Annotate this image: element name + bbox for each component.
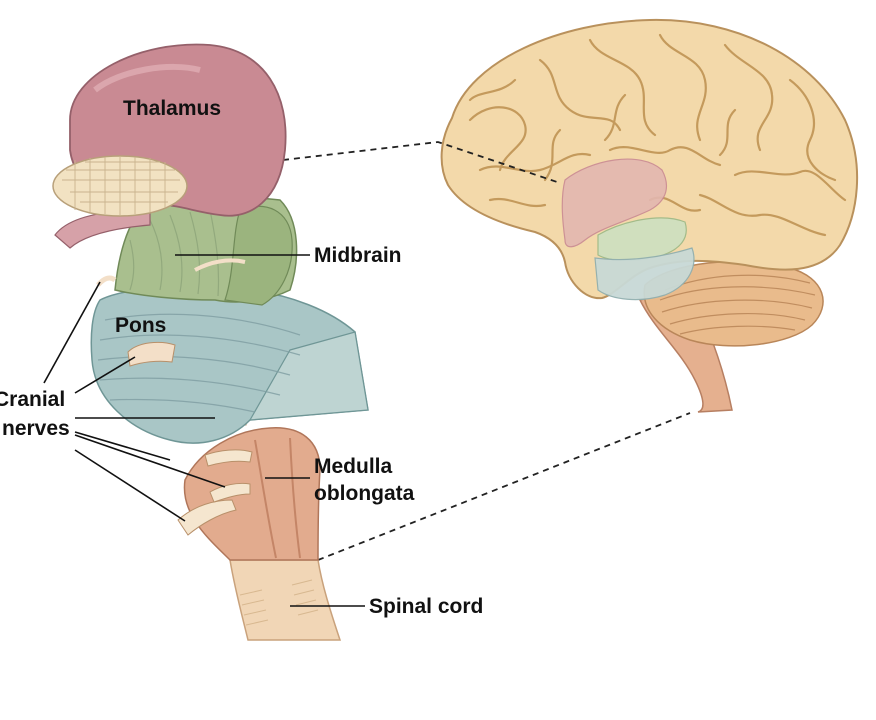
pons-nerve-stub [127,341,176,367]
spinal-cord-shape [229,559,342,641]
spinal-nerve-roots [239,579,319,626]
midbrain-fibers [129,209,220,297]
label-medulla-line2: oblongata [314,482,415,505]
brainstem-illustration [52,43,369,641]
pons-cut-face [248,331,369,421]
whole-brain-cerebrum [440,18,859,300]
label-spinal-cord: Spinal cord [369,595,483,618]
label-cranial-nerves-line2: nerves [2,417,70,440]
thalamus-stalk [54,209,151,249]
label-cranial-nerves-line1: Cranial [0,388,65,411]
label-midbrain: Midbrain [314,244,402,267]
whole-brain-illustration [440,18,859,413]
medulla-shape [183,427,321,561]
label-medulla-line1: Medulla [314,455,392,478]
zoom-connector-top [282,141,561,184]
pons-fibers [97,313,301,413]
cerebrum-gyri [468,33,847,237]
label-pons: Pons [115,314,166,337]
leader-lines [43,254,365,607]
whole-brain-thalamus-region [561,158,668,248]
pulvinar-texture [62,156,180,215]
label-thalamus: Thalamus [123,97,221,120]
whole-brain-pons-region [594,247,695,301]
zoom-connector-bottom [317,412,691,561]
